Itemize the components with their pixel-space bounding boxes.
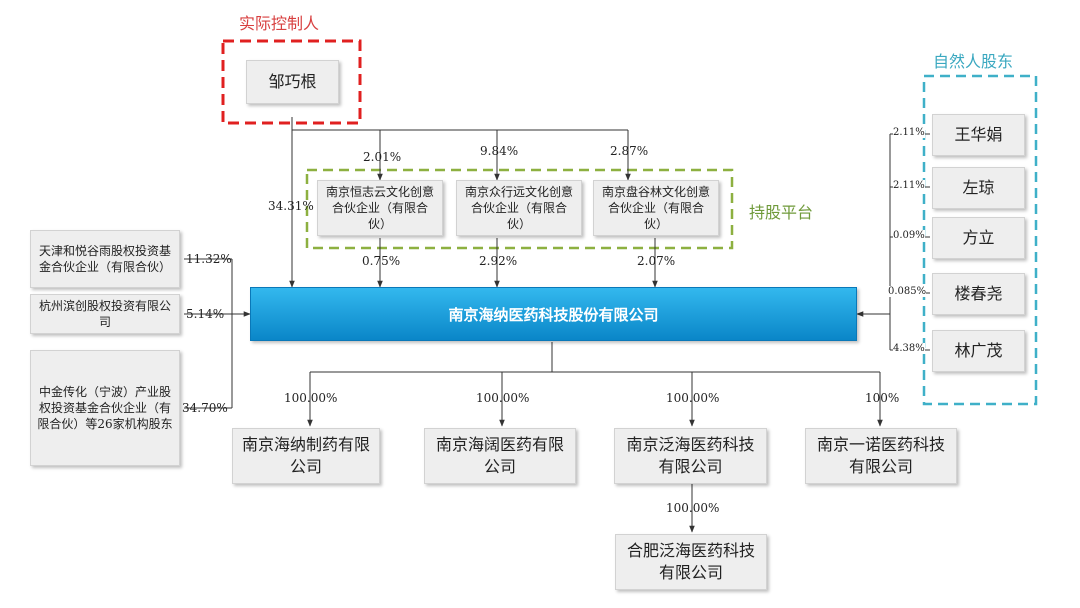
institution-3-pct: 34.70% (182, 401, 228, 415)
person-2-pct: 2.11% (893, 180, 925, 191)
platform-box-2: 南京众行远文化创意合伙企业（有限合伙） (456, 180, 582, 236)
subsidiary-box-2: 南京海阔医药有限公司 (424, 428, 576, 484)
institution-box-2: 杭州滨创股权投资有限公司 (30, 294, 180, 334)
platform-frame (305, 168, 734, 250)
platform-box-3: 南京盘谷林文化创意合伙企业（有限合伙） (593, 180, 719, 236)
subsidiary-box-3: 南京泛海医药科技有限公司 (614, 428, 767, 484)
platform-1-upper-pct: 2.01% (363, 150, 402, 164)
platform-label: 持股平台 (749, 203, 814, 222)
person-1-pct: 2.11% (893, 127, 925, 138)
platform-1-lower-pct: 0.75% (362, 254, 401, 268)
person-box-1: 王华娟 (932, 114, 1025, 156)
natural-label: 自然人股东 (933, 52, 1014, 71)
person-box-2: 左琼 (932, 167, 1025, 209)
platform-3-lower-pct: 2.07% (637, 254, 676, 268)
subsidiary-box-4: 南京一诺医药科技有限公司 (805, 428, 957, 484)
institution-2-pct: 5.14% (186, 307, 225, 321)
subsidiary-4-pct: 100% (865, 391, 900, 405)
natural-frame (922, 74, 1038, 406)
sub-subsidiary-box: 合肥泛海医药科技有限公司 (615, 534, 767, 590)
subsidiary-1-pct: 100.00% (284, 391, 338, 405)
controller-pct: 34.31% (268, 199, 314, 213)
person-4-pct: 0.085% (888, 286, 927, 297)
sub-subsidiary-pct: 100.00% (666, 501, 720, 515)
platform-3-upper-pct: 2.87% (610, 144, 649, 158)
institution-box-3: 中金传化（宁波）产业股权投资基金合伙企业（有限合伙）等26家机构股东 (30, 350, 180, 466)
controller-label: 实际控制人 (239, 14, 320, 33)
controller-box: 邹巧根 (246, 60, 339, 104)
subsidiary-box-1: 南京海纳制药有限公司 (232, 428, 380, 484)
person-box-3: 方立 (932, 217, 1025, 259)
company-box: 南京海纳医药科技股份有限公司 (250, 287, 857, 341)
institution-1-pct: 11.32% (186, 252, 232, 266)
person-box-5: 林广茂 (932, 330, 1025, 372)
platform-2-upper-pct: 9.84% (480, 144, 519, 158)
person-box-4: 楼春尧 (932, 273, 1025, 315)
subsidiary-2-pct: 100.00% (476, 391, 530, 405)
platform-2-lower-pct: 2.92% (479, 254, 518, 268)
person-3-pct: 0.09% (893, 230, 925, 241)
platform-box-1: 南京恒志云文化创意合伙企业（有限合伙） (317, 180, 443, 236)
subsidiary-3-pct: 100.00% (666, 391, 720, 405)
controller-frame (221, 39, 362, 125)
person-5-pct: 4.38% (893, 343, 925, 354)
institution-box-1: 天津和悦谷雨股权投资基金合伙企业（有限合伙） (30, 230, 180, 288)
